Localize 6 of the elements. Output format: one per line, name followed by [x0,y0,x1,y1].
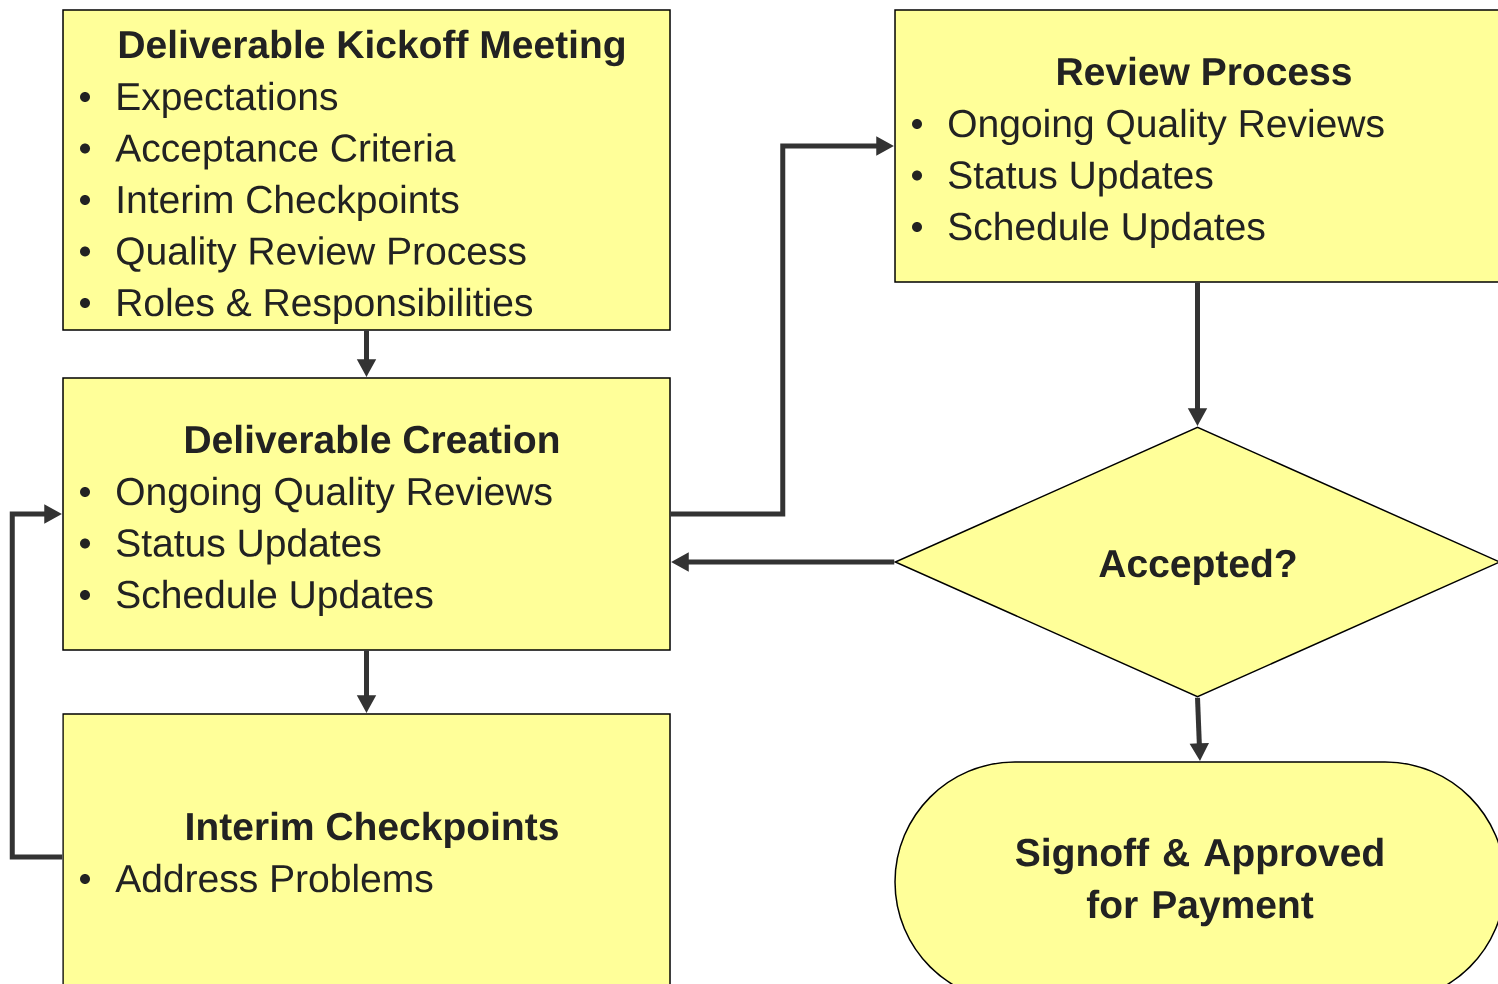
terminal-box: Signoff & Approved for Payment [894,761,1498,984]
process-box: Deliverable Creation Ongoing Quality Reviews Status Updates Schedule Updates [62,377,671,651]
process-box: Review Process Ongoing Quality Reviews Status Updates Schedule Updates [894,9,1498,283]
process-box: Deliverable Kickoff Meeting Expectations Acceptance Criteria Interim Checkpoints Quality Review Process Roles & Responsibilities [62,9,671,331]
arrow [9,504,63,860]
process-box: Interim Checkpoints Address Problems [62,713,671,984]
